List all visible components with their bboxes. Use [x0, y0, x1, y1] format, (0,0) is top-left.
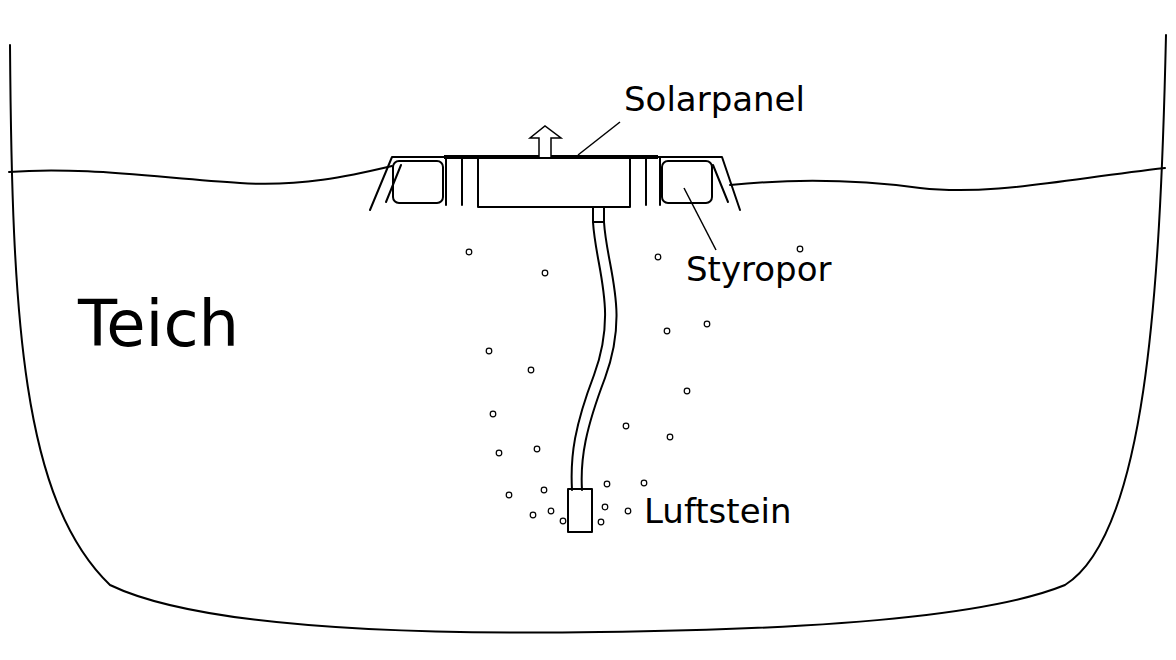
air-bubble	[625, 508, 631, 514]
air-bubble	[623, 423, 629, 429]
air-bubble	[541, 487, 547, 493]
water-surface	[9, 166, 392, 184]
leader-line	[578, 122, 620, 155]
air-bubble	[506, 492, 512, 498]
air-bubble	[530, 512, 536, 518]
air-bubble	[604, 481, 610, 487]
hose	[582, 222, 617, 490]
air-bubble	[528, 367, 534, 373]
air-bubble	[704, 321, 710, 327]
float-frame	[713, 165, 728, 202]
pond-outline	[10, 35, 1166, 633]
air-bubble	[496, 450, 502, 456]
bubbles	[466, 246, 803, 525]
air-bubble	[542, 270, 548, 276]
air-bubble	[598, 519, 604, 525]
solar-housing	[478, 157, 630, 207]
region-label: Teich	[78, 292, 239, 356]
air-bubble	[641, 480, 647, 486]
water-surface	[730, 168, 1165, 190]
up-arrow	[530, 126, 561, 157]
air-bubble	[548, 508, 554, 514]
air-bubble	[664, 328, 670, 334]
air-bubble	[486, 348, 492, 354]
air-bubble	[655, 254, 661, 260]
air-bubble	[602, 504, 608, 510]
part-label: Luftstein	[644, 494, 792, 528]
air-bubble	[490, 411, 496, 417]
air-bubble	[684, 388, 690, 394]
hose	[572, 222, 605, 490]
air-bubble	[466, 249, 472, 255]
styrofoam-block	[393, 161, 443, 203]
styrofoam-block	[662, 161, 712, 203]
air-stone	[568, 489, 592, 532]
air-bubble	[560, 518, 566, 524]
hose-connector	[593, 207, 604, 222]
leader-line	[684, 188, 716, 250]
float-frame	[370, 157, 740, 210]
air-bubble	[797, 246, 803, 252]
air-bubble	[534, 446, 540, 452]
air-bubble	[667, 434, 673, 440]
part-label: Styropor	[686, 252, 831, 286]
part-label: Solarpanel	[624, 82, 805, 116]
